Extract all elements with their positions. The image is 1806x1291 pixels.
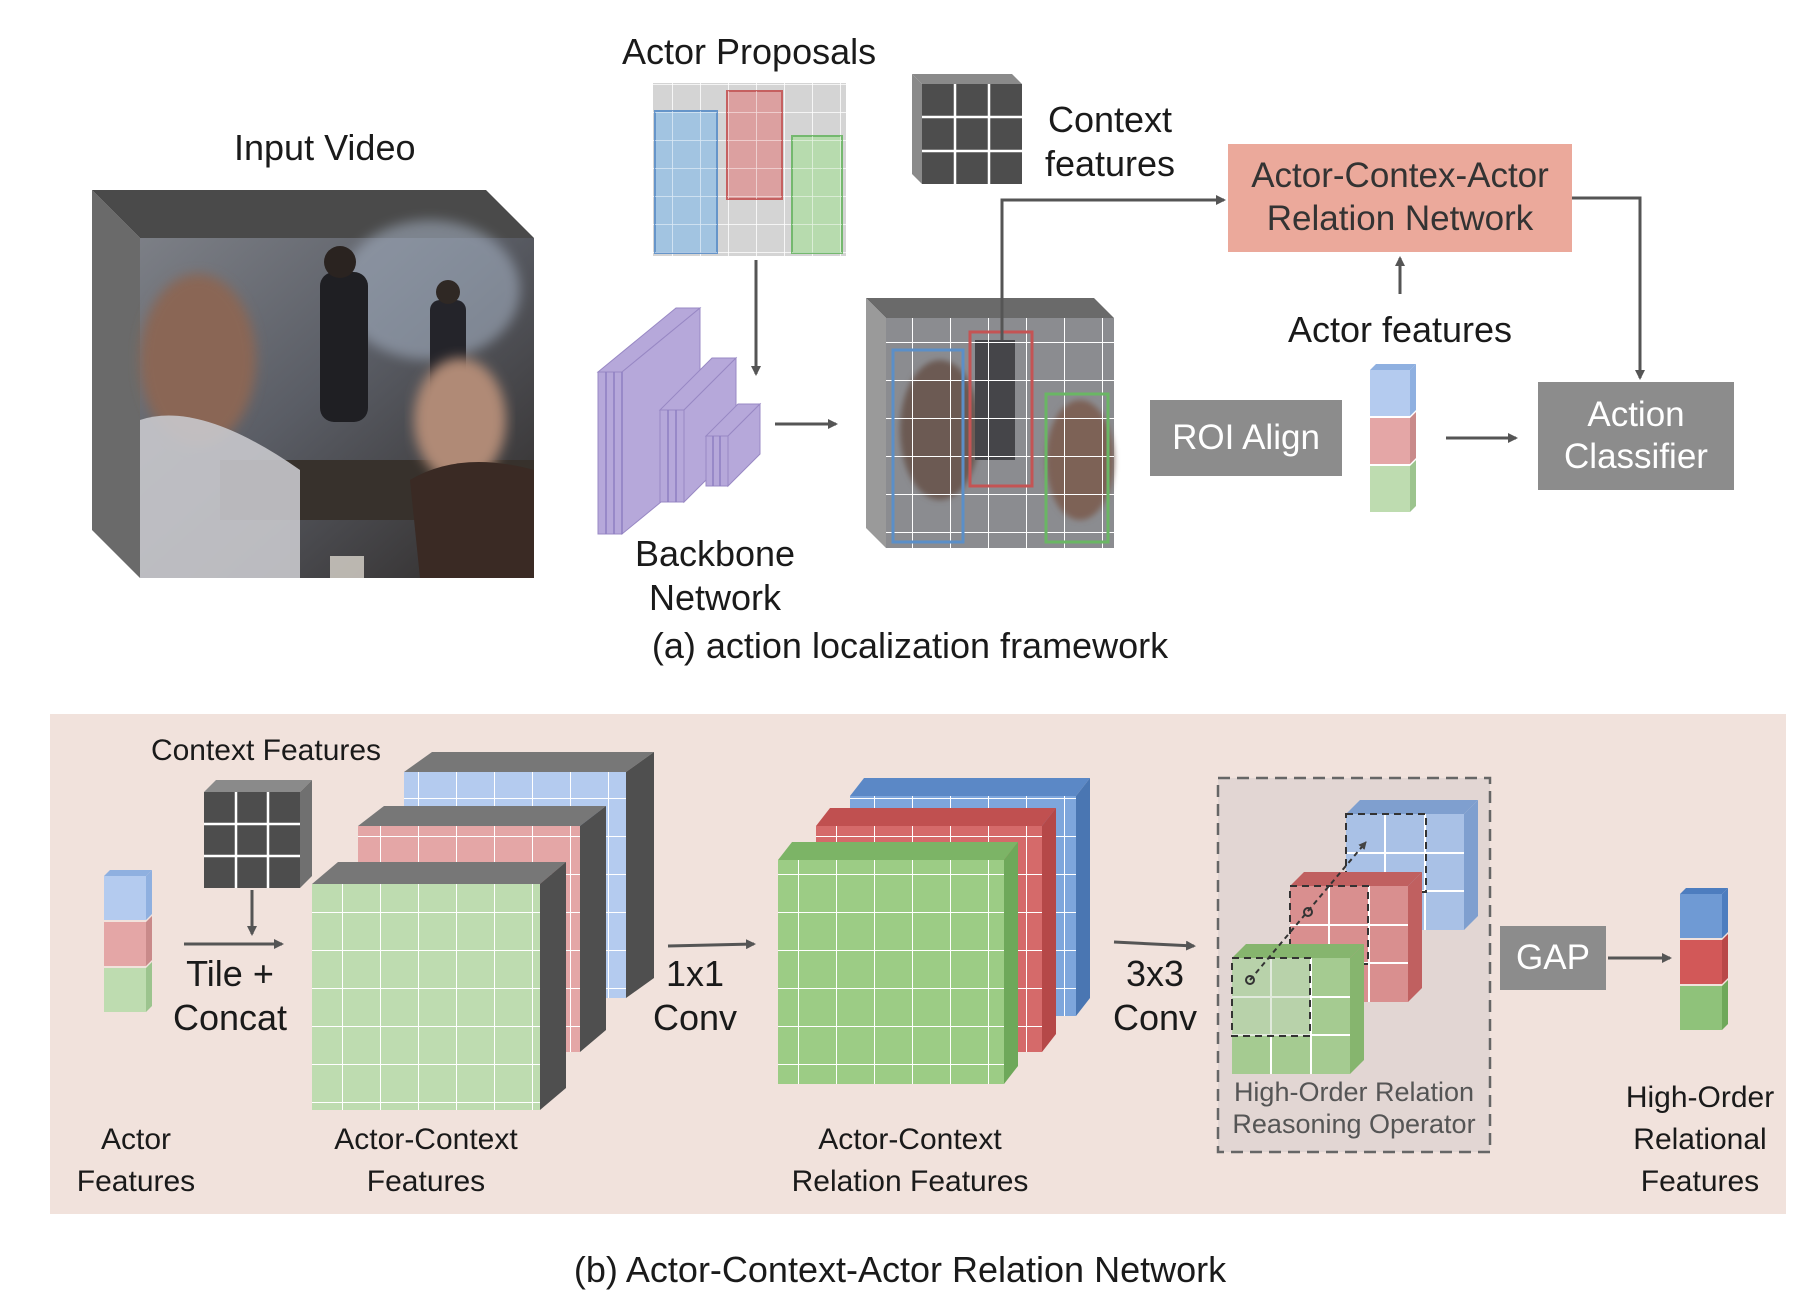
- tile-concat-line2: Concat: [172, 997, 288, 1038]
- roi-align-label: ROI Align: [1172, 418, 1320, 457]
- acar-line1: Actor-Contex-Actor: [1251, 156, 1549, 196]
- hor-features-stack: [1680, 888, 1728, 1030]
- gap-box: [1500, 926, 1606, 990]
- actor-features-label-a: Actor features: [1287, 309, 1513, 350]
- actor-context-label-line1: Actor-Context: [334, 1123, 518, 1156]
- conv1-line1: 1x1: [665, 953, 725, 994]
- part-b-arrows: [184, 890, 1672, 963]
- conv3-line2: Conv: [1112, 997, 1198, 1038]
- backbone-label-line1: Backbone: [634, 533, 796, 574]
- caption-b: (b) Actor-Context-Actor Relation Network: [573, 1249, 1227, 1290]
- conv3-line1: 3x3: [1125, 953, 1185, 994]
- hor-features-label-line1: High-Order: [1625, 1081, 1775, 1114]
- roi-align-label-box: ROI Align: [1150, 400, 1342, 476]
- input-video-cube: [92, 190, 534, 578]
- part-a-arrows: [751, 195, 1645, 443]
- action-classifier-line2: Classifier: [1564, 437, 1708, 476]
- acar-network-label: Actor-Contex-Actor Relation Network: [1228, 144, 1572, 252]
- relation-features-label-line2: Relation Features: [791, 1165, 1029, 1198]
- acar-line2: Relation Network: [1266, 199, 1534, 238]
- gap-label: GAP: [1516, 938, 1590, 977]
- conv1-line2: Conv: [652, 997, 738, 1038]
- context-features-label-b: Context Features: [150, 734, 382, 767]
- roi-align-box: [1150, 400, 1342, 476]
- context-features-label-line2: features: [1044, 143, 1176, 184]
- caption-a: (a) action localization framework: [651, 625, 1169, 666]
- actor-features-label-b-line1: Actor: [100, 1123, 172, 1156]
- feature-map: [866, 298, 1114, 548]
- actor-features-stack-b: [104, 870, 152, 1012]
- action-classifier-line1: Action: [1587, 395, 1685, 434]
- hor-operator-line2: Reasoning Operator: [1232, 1109, 1476, 1139]
- actor-context-label-line2: Features: [366, 1165, 486, 1198]
- backbone-label-line2: Network: [648, 577, 782, 618]
- actor-proposals-label: Actor Proposals: [622, 31, 877, 72]
- actor-context-features: [312, 752, 654, 1110]
- tile-concat-line1: Tile +: [186, 953, 274, 994]
- hor-features-label-line3: Features: [1640, 1165, 1760, 1198]
- acar-network-box: [1228, 144, 1572, 252]
- actor-features-stack-a: [1370, 364, 1416, 512]
- actor-context-relation-features: [778, 778, 1090, 1084]
- actor-proposals-grid: [653, 83, 846, 256]
- hor-operator-line1: High-Order Relation: [1233, 1077, 1475, 1107]
- action-classifier-box: [1538, 382, 1734, 490]
- backbone-network: [596, 306, 762, 536]
- context-features-label-line1: Context: [1047, 99, 1173, 140]
- action-classifier-label-box: Action Classifier: [1538, 382, 1734, 490]
- gap-label-box: GAP: [1500, 926, 1606, 990]
- hor-operator: [1216, 776, 1492, 1154]
- input-video-label: Input Video: [234, 127, 416, 168]
- context-features-cube-a: [912, 74, 1022, 184]
- hor-features-label-line2: Relational: [1633, 1123, 1767, 1156]
- context-features-cube-b: [204, 780, 312, 888]
- relation-features-label-line1: Actor-Context: [818, 1123, 1002, 1156]
- actor-features-label-b-line2: Features: [76, 1165, 196, 1198]
